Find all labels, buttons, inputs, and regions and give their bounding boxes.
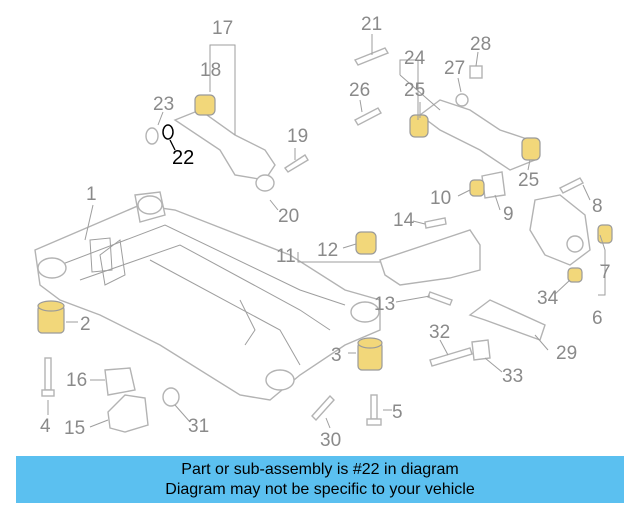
part-31-drawing (162, 387, 180, 407)
bolt-32-drawing (429, 347, 473, 367)
label-33: 33 (502, 366, 523, 387)
link-29-drawing (468, 299, 546, 341)
leader-lines (47, 34, 606, 429)
part-33-drawing (471, 339, 491, 361)
label-16: 16 (66, 370, 87, 391)
label-31: 31 (188, 416, 209, 437)
caption-line-2: Diagram may not be specific to your vehi… (165, 481, 475, 498)
label-34: 34 (537, 288, 559, 309)
label-26: 26 (349, 80, 370, 101)
label-6: 6 (592, 308, 603, 329)
caption-line-1: Part or sub-assembly is #22 in diagram (181, 461, 459, 478)
label-7: 7 (600, 262, 611, 283)
subframe-drawing (34, 191, 381, 401)
label-23: 23 (153, 94, 174, 115)
label-12: 12 (317, 240, 338, 261)
part-28-drawing (469, 65, 483, 79)
label-25-lower: 25 (518, 170, 539, 191)
label-17: 17 (212, 18, 233, 39)
bolt-4-drawing (41, 357, 55, 397)
label-10: 10 (430, 188, 451, 209)
label-21: 21 (361, 14, 382, 35)
part-22-drawing (162, 124, 174, 140)
label-11: 11 (276, 246, 296, 267)
label-24: 24 (404, 48, 426, 69)
label-14: 14 (393, 210, 415, 231)
lower-arm-11-drawing (355, 229, 481, 286)
label-32: 32 (429, 322, 450, 343)
label-15: 15 (64, 418, 85, 439)
label-1: 1 (86, 184, 97, 205)
knuckle-drawing (529, 194, 613, 266)
label-29: 29 (556, 343, 577, 364)
part-34-drawing (567, 267, 583, 283)
upper-arm-24-drawing (409, 99, 541, 171)
label-20: 20 (278, 206, 299, 227)
part-22-leader (169, 139, 176, 151)
bolt-8-drawing (559, 177, 584, 194)
label-8: 8 (592, 196, 603, 217)
label-3: 3 (331, 345, 342, 366)
label-28: 28 (470, 34, 491, 55)
bolt-30-drawing (311, 394, 335, 422)
label-9: 9 (503, 204, 514, 225)
parts-diagram: 1 2 3 4 5 6 7 8 9 10 11 12 13 14 15 16 1… (34, 14, 613, 451)
bushing-3-drawing (357, 337, 383, 371)
part-23-drawing (145, 127, 159, 145)
label-19: 19 (287, 126, 308, 147)
label-18: 18 (200, 60, 221, 81)
label-25-upper: 25 (404, 80, 425, 101)
bolt-19-drawing (283, 154, 309, 173)
part-27-drawing (455, 93, 469, 107)
label-30: 30 (320, 430, 341, 451)
label-27: 27 (444, 58, 465, 79)
label-5: 5 (392, 402, 403, 423)
callout-labels: 1 2 3 4 5 6 7 8 9 10 11 12 13 14 15 16 1… (40, 14, 611, 451)
bushing-2-drawing (37, 300, 65, 334)
bolt-5-drawing (366, 394, 382, 426)
part-15-drawing (107, 394, 149, 433)
label-2: 2 (80, 314, 91, 335)
part-10-drawing (469, 179, 485, 197)
label-22: 22 (172, 147, 194, 169)
part-9-drawing (481, 171, 506, 199)
bolt-14-drawing (424, 217, 447, 229)
control-arm-17-drawing (173, 94, 276, 192)
caption-banner: Part or sub-assembly is #22 in diagram D… (16, 456, 624, 503)
bolt-21-drawing (353, 47, 390, 66)
label-13: 13 (374, 294, 395, 315)
label-4: 4 (40, 416, 51, 437)
part-16-drawing (104, 367, 136, 396)
bolt-13-drawing (427, 291, 453, 306)
bolt-26-drawing (354, 107, 382, 126)
